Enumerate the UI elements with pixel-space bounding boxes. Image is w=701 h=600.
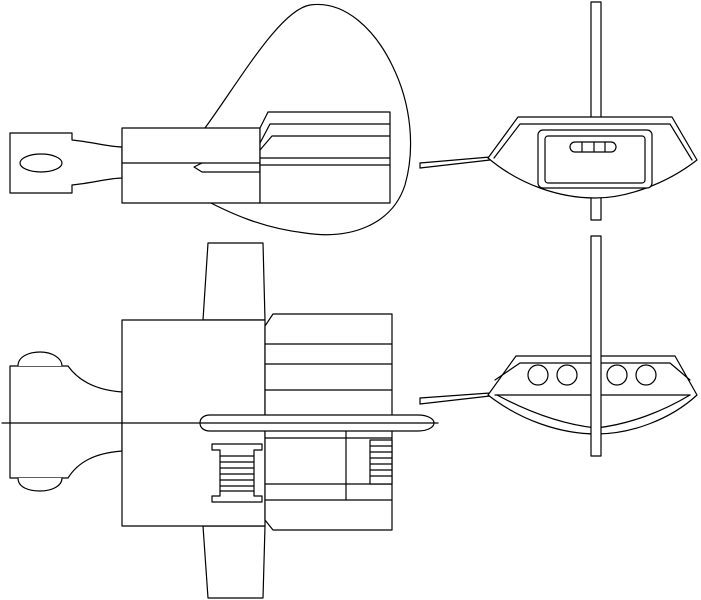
side-view xyxy=(10,4,411,234)
top-wing-lower xyxy=(203,526,265,598)
rear-top-window-frame xyxy=(538,130,652,188)
side-fuselage xyxy=(122,128,260,203)
rear-top-antenna xyxy=(420,157,490,163)
top-tail xyxy=(10,366,122,478)
top-wing-upper xyxy=(203,243,265,320)
rear-bottom-antenna xyxy=(420,393,490,398)
rear-top-vent xyxy=(570,142,616,152)
top-grille-front xyxy=(370,440,392,484)
rear-top-mast xyxy=(591,2,601,220)
side-canopy-outline xyxy=(205,4,411,234)
rear-port-1 xyxy=(528,365,548,385)
top-reel xyxy=(212,444,262,502)
rear-port-3 xyxy=(607,365,627,385)
top-tail-cap-lower xyxy=(18,478,62,491)
rear-port-2 xyxy=(557,365,577,385)
top-view xyxy=(2,243,438,598)
rear-view-top xyxy=(420,2,697,220)
side-tail-oval xyxy=(20,154,62,172)
rear-port-4 xyxy=(636,365,656,385)
top-tail-cap-upper xyxy=(18,352,62,366)
rear-bottom-mast xyxy=(591,236,601,456)
rear-view-bottom xyxy=(420,236,697,456)
